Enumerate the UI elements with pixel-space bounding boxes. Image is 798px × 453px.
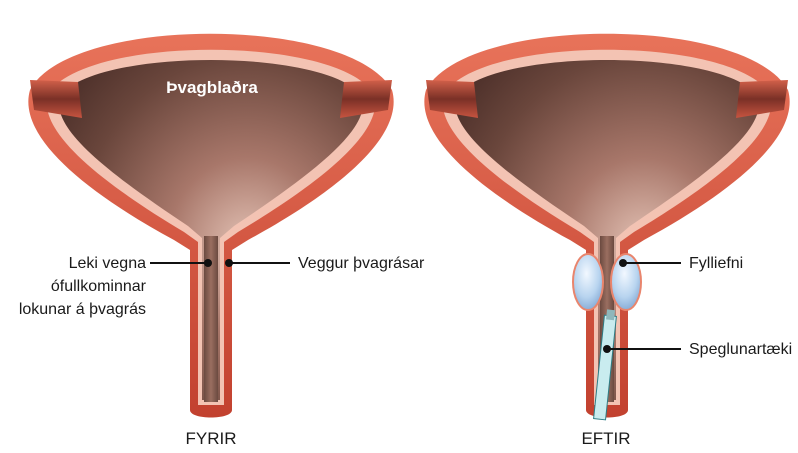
label-cystoscope: Speglunartæki	[689, 341, 792, 358]
caption-after: EFTIR	[581, 429, 630, 448]
label-leak-1: Leki vegna	[69, 255, 146, 272]
bladder-label: Þvagblaðra	[166, 78, 258, 97]
dots	[204, 259, 627, 353]
label-urethra-wall: Veggur þvagrásar	[298, 255, 425, 272]
dot-scope	[603, 345, 611, 353]
label-leak-3: lokunar á þvagrás	[19, 301, 146, 318]
label-filler: Fylliefni	[689, 255, 743, 272]
caption-before: FYRIR	[186, 429, 237, 448]
dot-filler	[619, 259, 627, 267]
filler-left	[573, 254, 603, 310]
label-leak-2: ófullkominnar	[51, 278, 147, 295]
bladder-after	[424, 34, 789, 420]
dot-wall	[225, 259, 233, 267]
dot-leak	[204, 259, 212, 267]
bladder-before: Þvagblaðra	[28, 34, 393, 418]
